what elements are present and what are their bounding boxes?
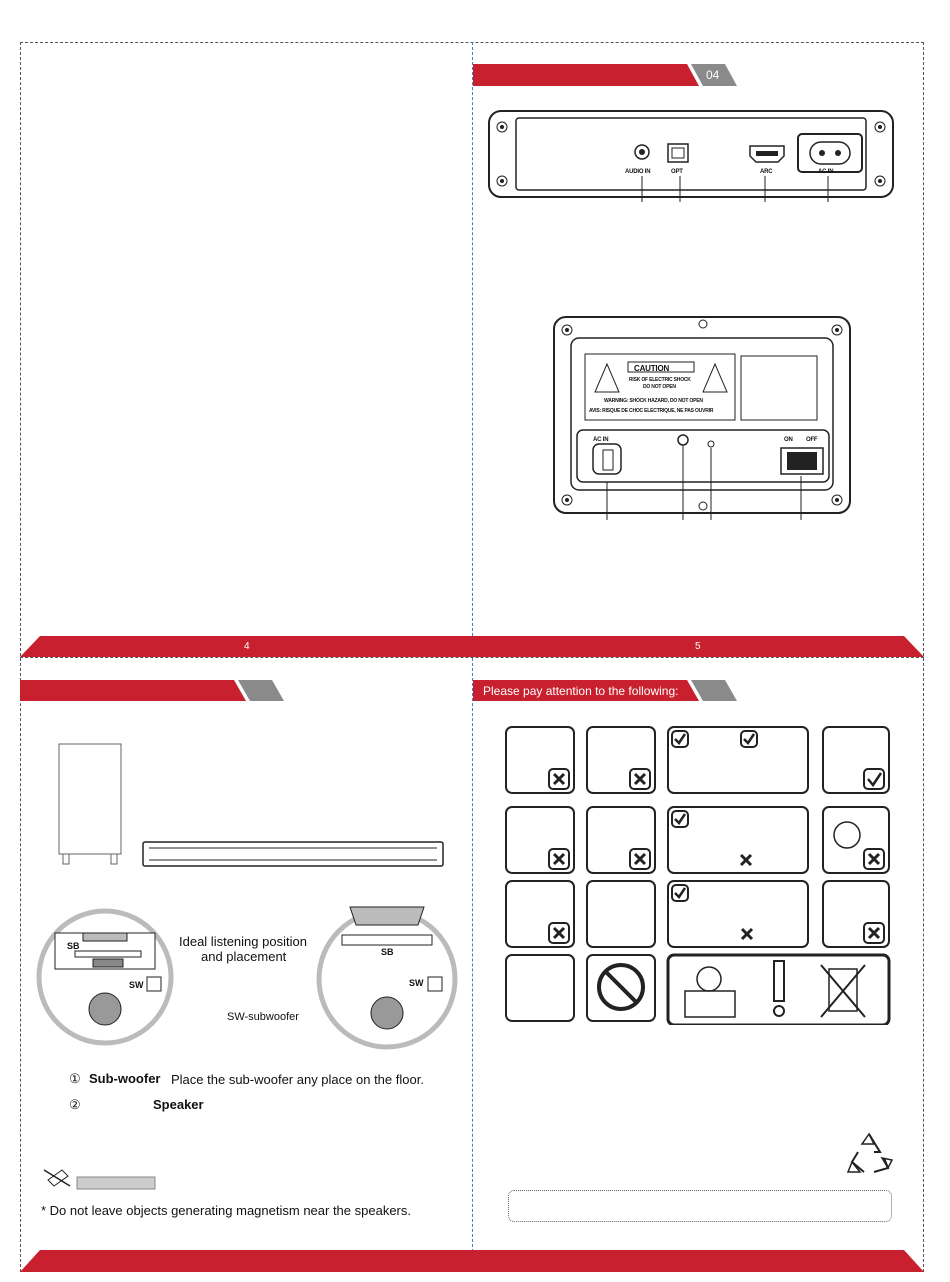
soundbar-rear-panel xyxy=(488,110,894,202)
port-label-ac-in: AC IN xyxy=(818,169,834,175)
ideal-position-line-2: and placement xyxy=(201,949,287,964)
attention-header-bar xyxy=(473,680,737,701)
item-1-number: ① xyxy=(69,1071,81,1086)
port-label-audio-in: AUDIO IN xyxy=(625,169,651,175)
sub-ac-in-label: AC IN xyxy=(593,437,609,443)
section-header-bar xyxy=(473,64,737,86)
sw-label-right: SW xyxy=(409,978,424,988)
item-2-number: ② xyxy=(69,1097,81,1112)
note-pencil-icon xyxy=(43,1169,156,1190)
placement-diagram-right xyxy=(316,906,458,1050)
caution-line-1: RISK OF ELECTRIC SHOCK xyxy=(629,377,691,383)
sb-label-right: SB xyxy=(381,947,394,957)
item-2-title: Speaker xyxy=(153,1097,204,1112)
placement-header-bar xyxy=(20,680,284,701)
recycle-icon xyxy=(846,1132,894,1173)
warning-line-1: WARNING: SHOCK HAZARD, DO NOT OPEN xyxy=(604,398,703,404)
item-1-title: Sub-woofer xyxy=(89,1071,161,1086)
sw-label-left: SW xyxy=(129,980,144,990)
sw-subwoofer-note: SW-subwoofer xyxy=(227,1011,299,1023)
subwoofer-rear-panel xyxy=(553,316,851,520)
page-footer-bar-top xyxy=(20,636,924,657)
attention-title: Please pay attention to the following: xyxy=(483,684,679,698)
caution-line-2: DO NOT OPEN xyxy=(643,384,676,390)
sub-off-label: OFF xyxy=(806,437,818,443)
sub-on-label: ON xyxy=(784,437,793,443)
page-number-4: 4 xyxy=(244,641,250,652)
ideal-position-line-1: Ideal listening position xyxy=(179,934,307,949)
page-number-5: 5 xyxy=(695,641,701,652)
item-1-text: Place the sub-woofer any place on the fl… xyxy=(171,1072,424,1087)
port-label-arc: ARC xyxy=(760,169,773,175)
sb-label-left: SB xyxy=(67,941,80,951)
page-footer-bar-bottom xyxy=(20,1250,924,1272)
placement-diagram-left xyxy=(36,908,174,1046)
warning-line-2: AVIS: RISQUE DE CHOC ELECTRIQUE, NE PAS … xyxy=(589,408,714,414)
port-label-opt: OPT xyxy=(671,169,683,175)
section-number: 04 xyxy=(706,68,720,82)
caution-title: CAUTION xyxy=(634,364,670,373)
safety-icon-grid xyxy=(505,726,891,1025)
page-divider-horizontal xyxy=(20,657,924,658)
disposal-notice-box xyxy=(508,1190,892,1222)
subwoofer-and-soundbar-drawing xyxy=(58,743,444,867)
magnetism-note: * Do not leave objects generating magnet… xyxy=(41,1203,411,1218)
